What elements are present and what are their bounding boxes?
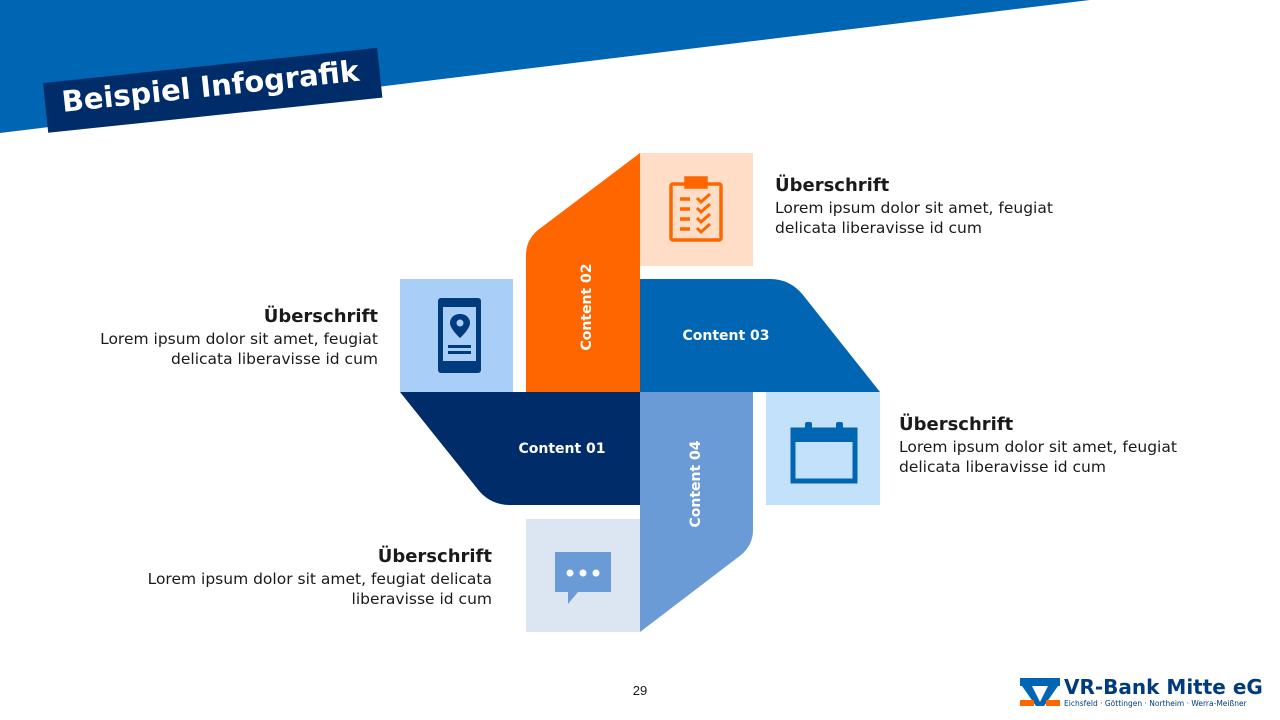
brand-name: VR-Bank Mitte eG — [1064, 675, 1263, 699]
body-line: Lorem ipsum dolor sit amet, feugiat — [899, 438, 1177, 456]
segment-label-04: Content 04 — [688, 440, 704, 527]
body-line: liberavisse id cum — [351, 590, 492, 608]
segment-content-03 — [640, 279, 880, 392]
calendar-icon — [790, 422, 858, 484]
heading: Überschrift — [775, 175, 890, 196]
brand-logo-icon — [1020, 678, 1060, 706]
segment-label-01: Content 01 — [518, 441, 605, 457]
segment-content-04 — [640, 392, 753, 632]
segment-label-03: Content 03 — [682, 328, 769, 344]
body-line: Lorem ipsum dolor sit amet, feugiat — [100, 330, 378, 348]
page-number: 29 — [632, 683, 648, 698]
body-line: delicata liberavisse id cum — [171, 350, 378, 368]
text-block-left: Überschrift Lorem ipsum dolor sit amet, … — [100, 305, 378, 369]
clipboard-icon — [669, 176, 723, 242]
heading: Überschrift — [899, 414, 1014, 435]
body-line: delicata liberavisse id cum — [899, 458, 1106, 476]
heading: Überschrift — [377, 546, 492, 567]
body-line: Lorem ipsum dolor sit amet, feugiat deli… — [147, 570, 492, 588]
segment-label-02: Content 02 — [579, 263, 595, 350]
text-block-top-right: Überschrift Lorem ipsum dolor sit amet, … — [775, 174, 1053, 238]
chat-icon — [555, 552, 611, 604]
segment-content-02 — [526, 153, 640, 392]
heading: Überschrift — [263, 306, 378, 327]
text-block-right: Überschrift Lorem ipsum dolor sit amet, … — [899, 413, 1177, 477]
body-line: delicata liberavisse id cum — [775, 219, 982, 237]
body-line: Lorem ipsum dolor sit amet, feugiat — [775, 199, 1053, 217]
segment-content-01 — [400, 392, 640, 505]
brand-subtitle: Eichsfeld · Göttingen · Northeim · Werra… — [1064, 699, 1247, 708]
text-block-bottom-left: Überschrift Lorem ipsum dolor sit amet, … — [148, 545, 492, 609]
mobile-location-icon — [438, 298, 481, 373]
tile-calendar — [766, 392, 880, 505]
